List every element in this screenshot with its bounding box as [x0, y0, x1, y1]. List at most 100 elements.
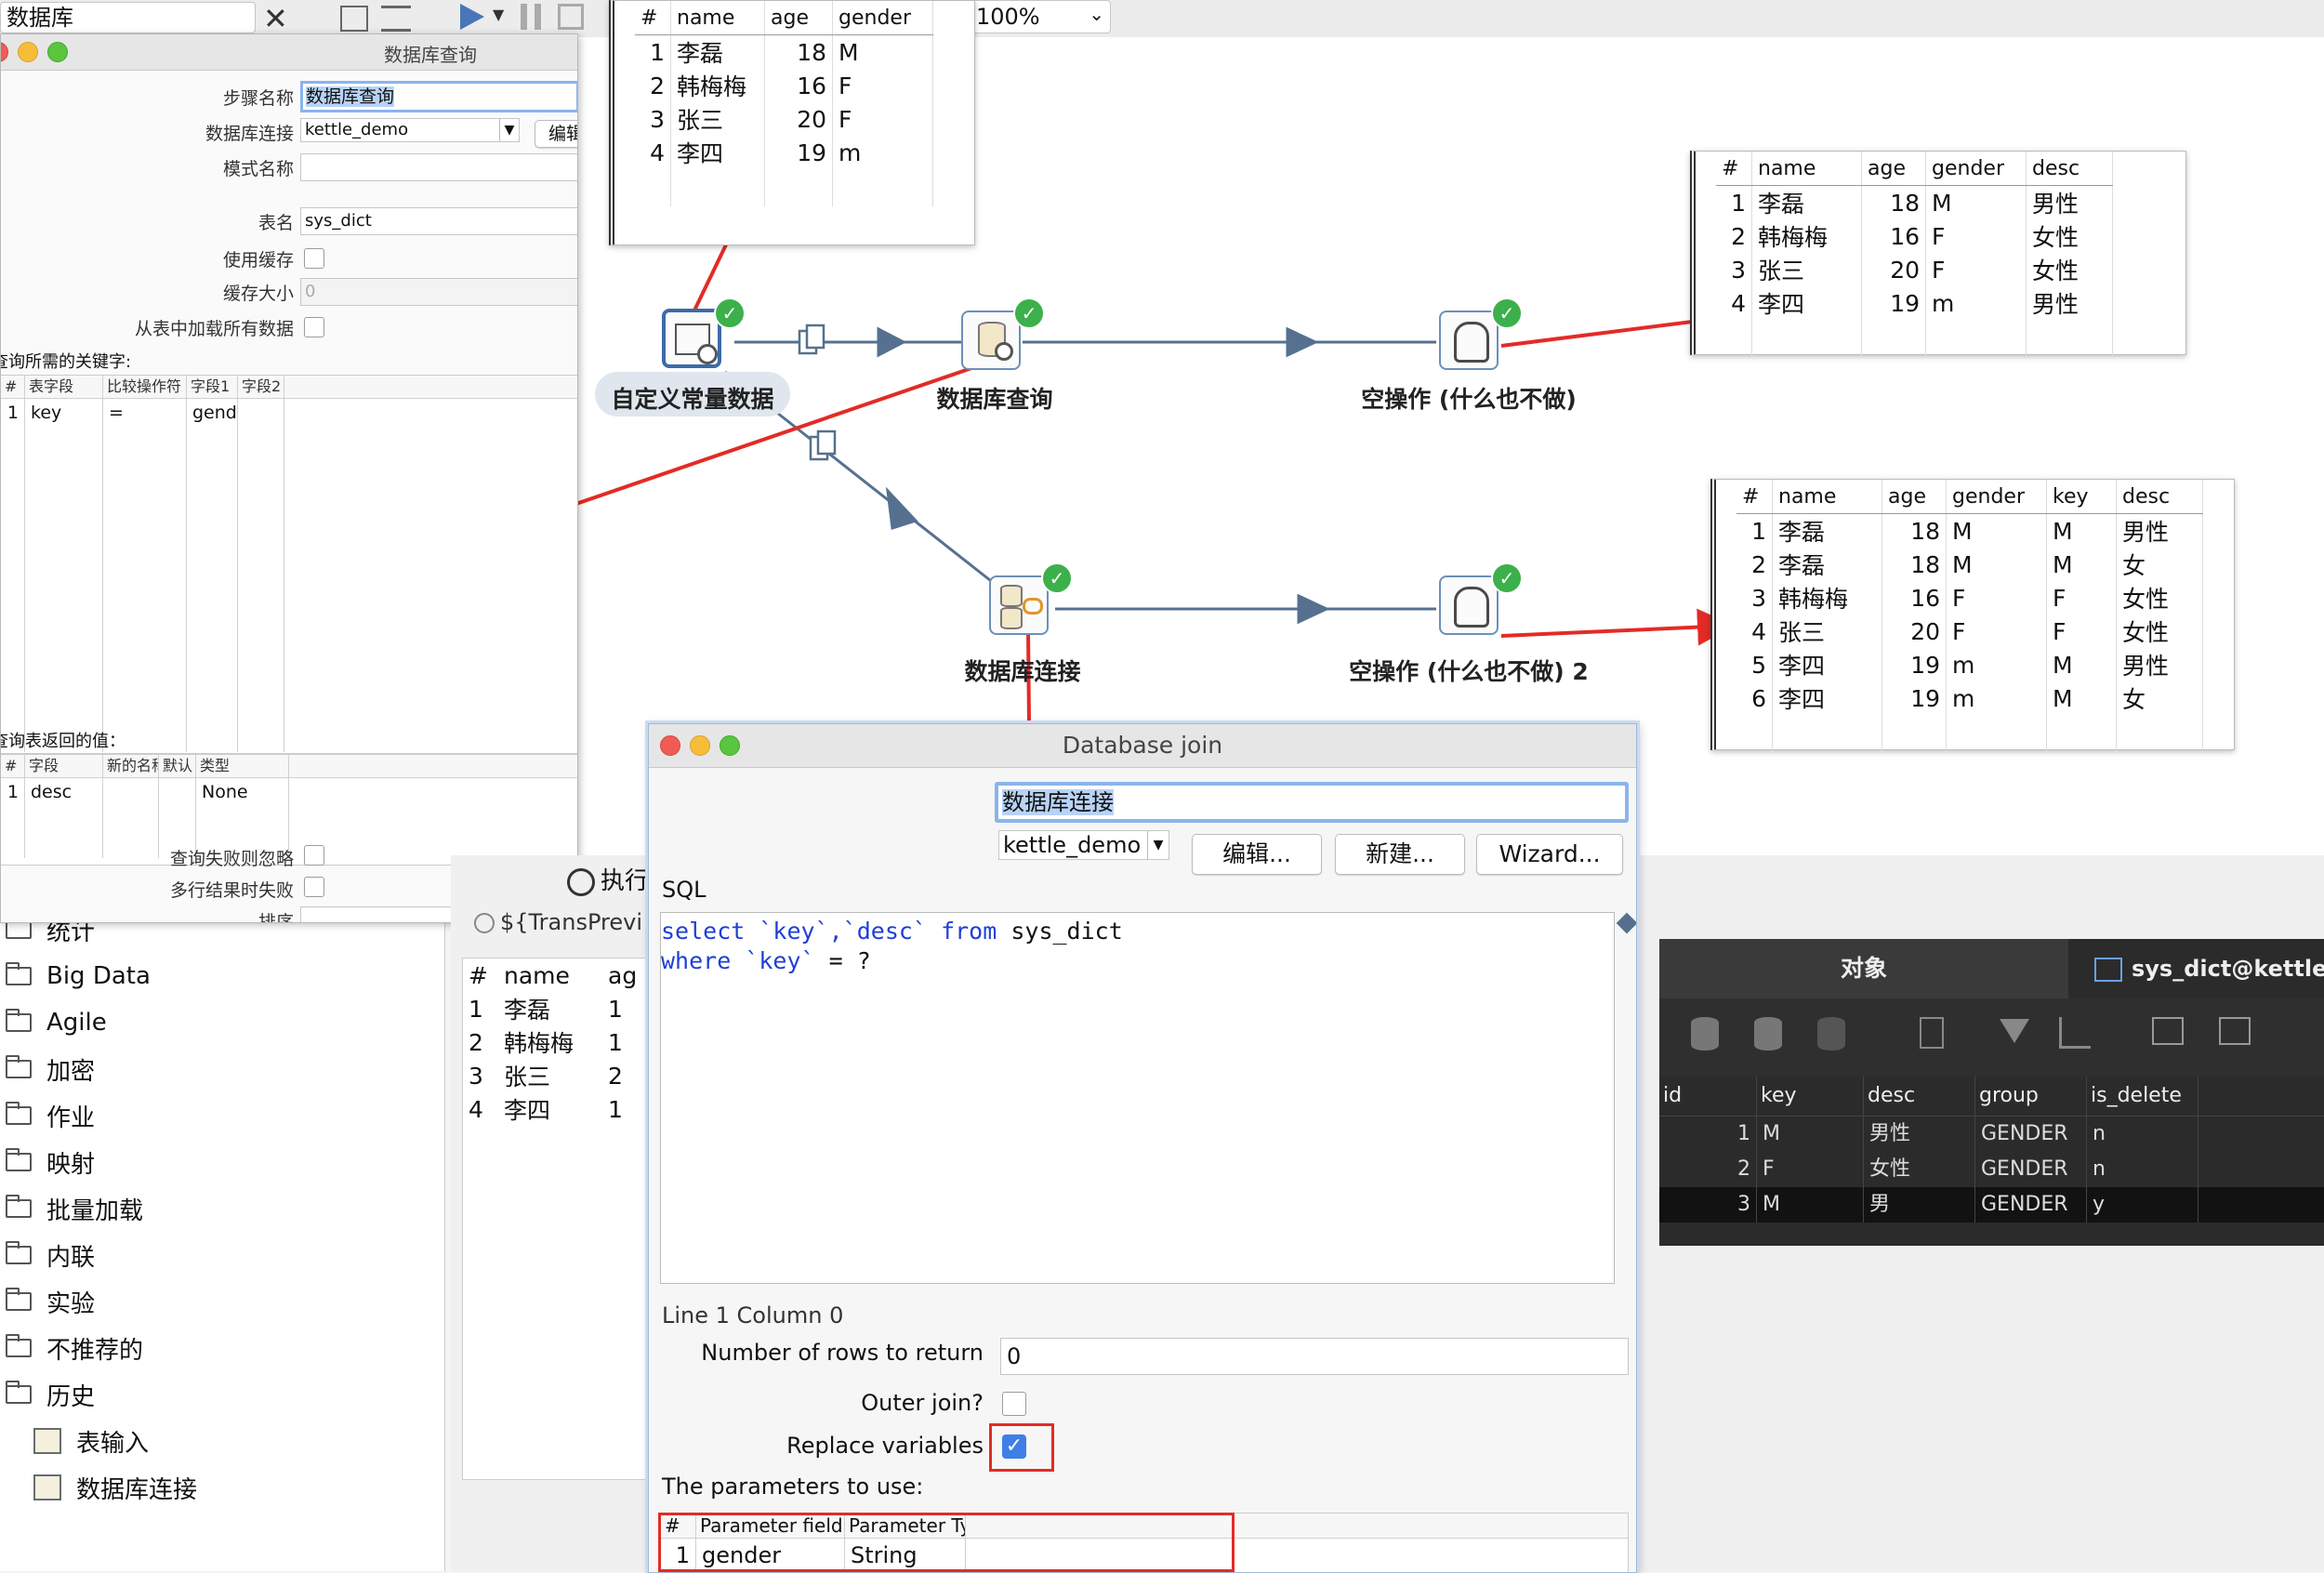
edit-connection-button[interactable]: 编辑...	[1192, 834, 1322, 875]
variable-icon[interactable]	[1616, 912, 1636, 934]
step-name-input[interactable]: 数据库连接	[995, 782, 1629, 823]
tree-folder[interactable]: 内联	[0, 1232, 444, 1278]
run-dropdown-icon[interactable]: ▼	[493, 6, 505, 23]
expand-tree-icon[interactable]	[340, 6, 368, 32]
column-header[interactable]: #	[1, 376, 25, 398]
table-export-icon[interactable]	[2219, 1017, 2251, 1045]
column-header[interactable]: 比较操作符	[103, 376, 187, 398]
step-name-input[interactable]: 数据库查询	[300, 81, 577, 112]
column-header[interactable]: id	[1659, 1077, 1757, 1116]
return-table[interactable]: #字段新的名称默认类型1descNone	[1, 754, 577, 866]
table-input[interactable]: sys_dict	[300, 207, 577, 235]
window-minimize-icon[interactable]	[690, 735, 710, 756]
column-header[interactable]: 表字段	[25, 376, 103, 398]
rows-input[interactable]: 0	[1000, 1338, 1629, 1375]
use-cache-checkbox[interactable]	[304, 248, 324, 269]
column-header[interactable]: group	[1975, 1077, 2087, 1116]
schema-input[interactable]	[300, 153, 577, 181]
column-header[interactable]: gender	[1946, 480, 2047, 514]
params-table[interactable]: #Parameter fieldnameParameter Type1gende…	[660, 1513, 1629, 1572]
wizard-button[interactable]: Wizard...	[1476, 834, 1623, 875]
pause-icon[interactable]	[521, 4, 541, 30]
column-header[interactable]: gender	[1925, 152, 2027, 186]
column-header[interactable]: desc	[1864, 1077, 1975, 1116]
load-all-checkbox[interactable]	[304, 317, 324, 337]
document-icon[interactable]	[1920, 1017, 1944, 1049]
tree-folder[interactable]: 批量加载	[0, 1185, 444, 1232]
tree-folder[interactable]: 历史	[0, 1371, 444, 1418]
edit-connection-button[interactable]: 编辑	[535, 120, 577, 148]
window-zoom-icon[interactable]	[720, 735, 740, 756]
cache-size-input[interactable]: 0	[300, 278, 577, 306]
sort-icon[interactable]	[2059, 1017, 2091, 1049]
window-controls[interactable]	[660, 735, 749, 760]
tree-folder[interactable]: 不推荐的	[0, 1325, 444, 1371]
column-header[interactable]: 字段	[25, 755, 103, 777]
column-header[interactable]: desc	[2026, 152, 2113, 186]
connection-select[interactable]: kettle_demo ▼	[998, 830, 1169, 860]
window-minimize-icon[interactable]	[18, 42, 38, 62]
preview-tab[interactable]: ${TransPrevi	[474, 909, 641, 935]
tree-folder[interactable]: 映射	[0, 1139, 444, 1185]
column-header[interactable]: key	[1757, 1077, 1864, 1116]
column-header[interactable]: name	[1751, 152, 1862, 186]
column-header[interactable]: gender	[832, 1, 933, 35]
column-header[interactable]: #	[1716, 152, 1752, 186]
replace-vars-checkbox[interactable]: ✓	[1002, 1434, 1026, 1459]
filter-icon[interactable]	[2000, 1019, 2029, 1043]
column-header[interactable]: desc	[2116, 480, 2203, 514]
new-connection-button[interactable]: 新建...	[1335, 834, 1465, 875]
tab-objects[interactable]: 对象	[1659, 939, 2068, 998]
column-header[interactable]: Parameter Type	[845, 1514, 966, 1538]
list-icon[interactable]	[381, 6, 411, 32]
steps-search-input[interactable]: 数据库	[0, 2, 256, 33]
column-header[interactable]: 默认	[159, 755, 196, 777]
window-close-icon[interactable]	[660, 735, 680, 756]
column-header[interactable]: #	[635, 1, 671, 35]
tree-leaf[interactable]: 表输入	[0, 1418, 444, 1464]
column-header[interactable]: #	[661, 1514, 696, 1538]
column-header[interactable]: key	[2046, 480, 2117, 514]
column-header[interactable]: name	[1772, 480, 1882, 514]
outer-join-checkbox[interactable]	[1002, 1392, 1026, 1416]
tree-folder[interactable]: 作业	[0, 1092, 444, 1139]
column-header[interactable]: ag	[608, 961, 638, 989]
close-icon[interactable]: ✕	[263, 1, 288, 36]
column-header[interactable]: #	[1736, 480, 1773, 514]
tree-folder[interactable]: 实验	[0, 1278, 444, 1325]
run-icon[interactable]	[460, 4, 484, 30]
column-header[interactable]: 新的名称	[103, 755, 159, 777]
database-commit-icon[interactable]	[1754, 1017, 1782, 1051]
sql-editor[interactable]: select `key`,`desc` from sys_dict where …	[660, 912, 1615, 1284]
database-add-icon[interactable]	[1691, 1017, 1719, 1051]
window-zoom-icon[interactable]	[47, 42, 68, 62]
stop-icon[interactable]	[558, 4, 584, 30]
column-header[interactable]: #	[469, 961, 488, 989]
tree-leaf[interactable]: 数据库连接	[0, 1464, 444, 1511]
column-header[interactable]: #	[1, 755, 25, 777]
tree-folder[interactable]: 加密	[0, 1046, 444, 1092]
column-header[interactable]: name	[670, 1, 765, 35]
column-header[interactable]: age	[764, 1, 833, 35]
